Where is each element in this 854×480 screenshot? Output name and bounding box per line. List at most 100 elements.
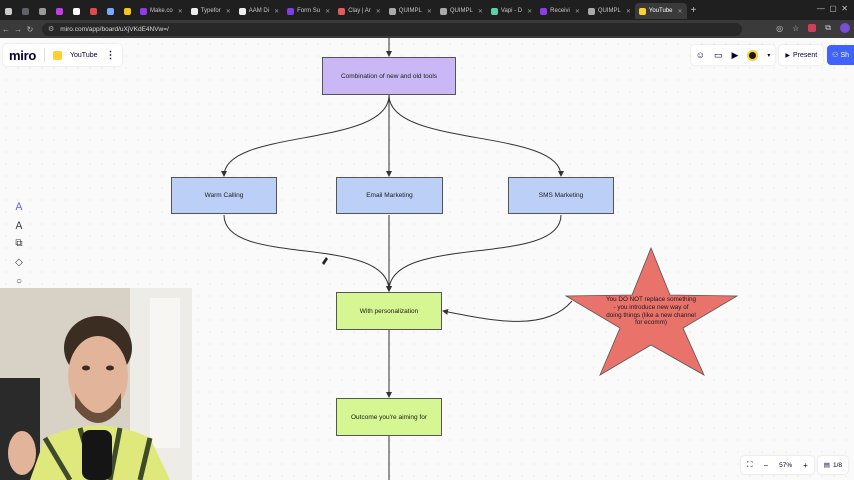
close-tab-icon[interactable]: ✕ [274, 8, 280, 15]
frames-button[interactable]: ▤ 1/8 [817, 456, 848, 474]
user-avatar[interactable] [747, 49, 759, 61]
browser-tab[interactable]: Vapi - D✕ [487, 3, 536, 19]
browser-tab[interactable] [0, 3, 17, 19]
address-bar: ← → ↻ ⚙ miro.com/app/board/uXjVKdE4NVw=/… [0, 20, 854, 38]
board-icon [52, 50, 62, 60]
pen-tool-icon[interactable]: Ａ [14, 201, 24, 213]
zoom-level[interactable]: 57% [779, 461, 793, 469]
share-button[interactable]: ⚇ Sh [827, 45, 854, 65]
tab-label: YouTube [648, 8, 673, 14]
generic-tab-icon [439, 7, 447, 15]
url-field[interactable]: ⚙ miro.com/app/board/uXjVKdE4NVw=/ [42, 22, 742, 36]
more-menu-icon[interactable]: ⋮ [105, 49, 116, 61]
profile-avatar[interactable] [840, 23, 850, 33]
tab-label: Receivi [550, 8, 570, 14]
back-icon[interactable]: ← [2, 24, 10, 34]
browser-tab[interactable] [68, 3, 85, 19]
highlighter-tool-icon[interactable]: Ａ [14, 220, 24, 232]
chrome-icon [5, 7, 12, 15]
bookmark-star-icon[interactable]: ☆ [792, 23, 800, 33]
browser-tab[interactable] [51, 3, 68, 19]
make-icon [140, 7, 147, 15]
browser-tab[interactable]: QUIMPL✕ [385, 3, 436, 19]
browser-tab[interactable]: Form Su ✕ [283, 3, 334, 19]
share-label: Sh [840, 51, 849, 59]
close-tab-icon[interactable]: ✕ [375, 8, 381, 15]
browser-tab[interactable]: Receivi ✕ [536, 3, 584, 19]
close-tab-icon[interactable]: ✕ [477, 8, 483, 15]
miro-icon [638, 7, 646, 15]
frames-icon: ▤ [823, 462, 830, 469]
zoom-out-icon[interactable]: − [763, 460, 769, 470]
browser-tab[interactable]: Typefor✕ [187, 3, 235, 19]
generic-tab-icon [124, 7, 131, 15]
node-personalization[interactable]: With personalization [336, 292, 442, 330]
node-sms-marketing[interactable]: SMS Marketing [508, 177, 614, 214]
pen-tools-panel: Ａ Ａ ⧉ ◇ ○ [8, 198, 30, 288]
browser-tab[interactable] [34, 3, 51, 19]
connector-star-to-personalization [442, 300, 573, 322]
generic-tab-icon [90, 7, 97, 15]
generic-tab-icon [22, 7, 29, 15]
browser-tab[interactable]: YouTube ✕ [634, 3, 687, 19]
board-header: miro YouTube ⋮ [3, 44, 122, 66]
reload-icon[interactable]: ↻ [26, 24, 34, 34]
generic-tab-icon [587, 7, 595, 15]
chevron-down-icon[interactable]: ▾ [767, 52, 771, 59]
close-tab-icon[interactable]: ✕ [625, 8, 631, 15]
present-button[interactable]: ▶ Present [779, 45, 824, 65]
url-text: miro.com/app/board/uXjVKdE4NVw=/ [60, 25, 169, 33]
zoom-in-icon[interactable]: + [803, 460, 808, 470]
browser-tab[interactable]: QUIMPL ✕ [436, 3, 487, 19]
comments-icon[interactable]: ▭ [713, 49, 723, 60]
tab-label: QUIMPL [449, 8, 473, 14]
miro-logo[interactable]: miro [9, 47, 36, 63]
generic-tab-icon [388, 7, 396, 15]
browser-tab[interactable]: AAM Di✕ [235, 3, 283, 19]
window-controls[interactable]: — ▢ ✕ [816, 4, 848, 13]
divider [43, 48, 45, 62]
eraser-icon[interactable]: ◇ [15, 256, 23, 268]
close-tab-icon[interactable]: ✕ [325, 8, 331, 15]
extensions-puzzle-icon[interactable]: ⧉ [825, 23, 831, 32]
lasso-icon[interactable]: ○ [15, 275, 23, 287]
new-tab-icon[interactable]: + [690, 4, 697, 16]
fit-to-screen-icon[interactable]: ⛶ [746, 460, 753, 469]
browser-tab[interactable] [102, 3, 119, 19]
close-tab-icon[interactable]: ✕ [426, 8, 432, 15]
generic-tab-icon [107, 7, 114, 15]
forward-icon[interactable]: → [14, 24, 22, 34]
browser-tab[interactable] [119, 3, 136, 19]
generic-tab-icon [73, 7, 80, 15]
tab-label: Clay | Ar [348, 8, 371, 14]
browser-tab[interactable] [17, 3, 34, 19]
smart-draw-icon[interactable]: ⧉ [15, 237, 23, 249]
node-warm-calling[interactable]: Warm Calling [171, 177, 277, 214]
node-top[interactable]: Combination of new and old tools [322, 57, 456, 95]
reactions-icon[interactable]: ☺ [695, 50, 705, 60]
close-tab-icon[interactable]: ✕ [177, 8, 183, 15]
eye-off-icon[interactable]: ◎ [776, 23, 784, 33]
browser-tab[interactable]: QUIMPL✕ [584, 3, 635, 19]
browser-tab[interactable] [85, 3, 102, 19]
close-tab-icon[interactable]: ✕ [677, 8, 683, 15]
flowchart-connectors [221, 38, 739, 480]
close-tab-icon[interactable]: ✕ [527, 8, 533, 15]
video-call-icon[interactable]: ▶ [731, 49, 739, 60]
browser-tab[interactable]: Clay | Ar ✕ [334, 3, 385, 19]
presenter-video [0, 288, 192, 480]
close-tab-icon[interactable]: ✕ [225, 8, 231, 15]
node-outcome[interactable]: Outcome you're aiming for [336, 398, 442, 436]
extension-icon[interactable] [808, 24, 817, 32]
star-note-text[interactable]: You DO NOT replace something - you intro… [606, 296, 696, 327]
tab-label: Form Su [297, 8, 321, 14]
board-canvas[interactable]: Combination of new and old tools Warm Ca… [0, 38, 854, 480]
site-info-icon[interactable]: ⚙ [48, 26, 55, 33]
typeform-icon [190, 7, 198, 15]
connector-top-to-warm [221, 94, 390, 177]
form-icon [287, 7, 295, 15]
board-name[interactable]: YouTube [69, 51, 98, 59]
node-email-marketing[interactable]: Email Marketing [336, 177, 443, 214]
close-tab-icon[interactable]: ✕ [574, 8, 580, 15]
browser-tab[interactable]: Make.co✕ [136, 3, 187, 19]
